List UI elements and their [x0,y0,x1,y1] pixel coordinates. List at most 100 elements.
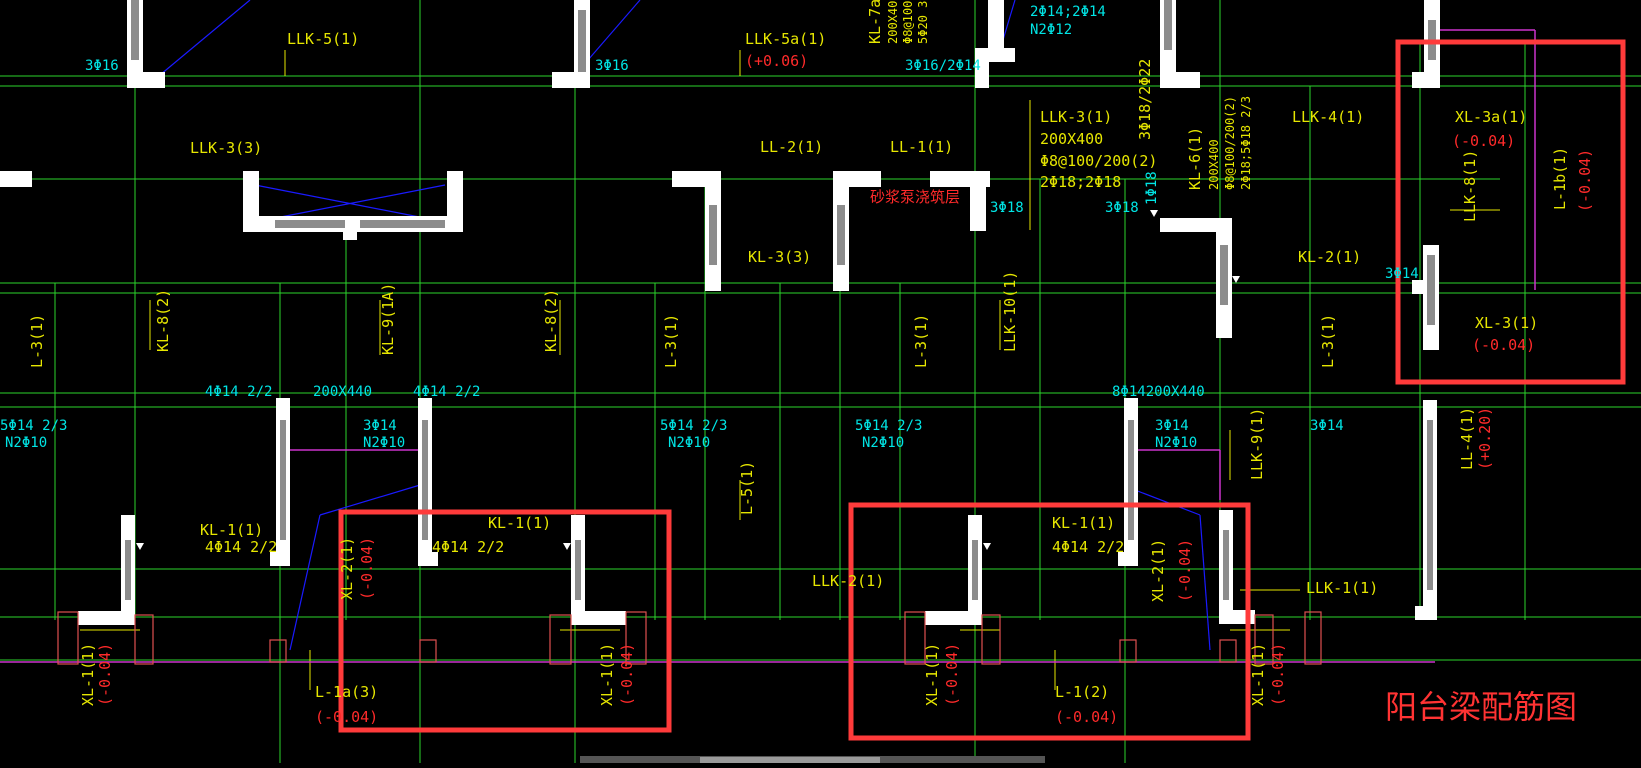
label-ll4: LL-4(1) [1458,407,1476,470]
label-xl1-c-elev: (-0.04) [943,643,961,706]
label-c-414a: 4Φ14 2/2 [205,384,272,400]
label-c-n2-left: N2Φ10 [5,435,47,451]
label-xl1-d-elev: (-0.04) [1269,643,1287,706]
label-l3-c: L-3(1) [912,314,930,368]
label-c-318a: 3Φ18 [990,200,1024,216]
label-xl2-b-elev: (-0.04) [1176,539,1194,602]
label-xl2-b: XL-2(1) [1149,539,1167,602]
label-c-314c: 3Φ14 [1310,418,1344,434]
label-kl6-stir: Φ8@100/200(2) [1223,96,1237,190]
label-l3-a: L-3(1) [28,314,46,368]
label-llk5-1: LLK-5(1) [287,30,359,48]
label-kl7a: KL-7a(1) [866,0,884,44]
label-kl1-c: KL-1(1) [1052,514,1115,532]
highlight-boxes [338,39,1626,741]
label-kl3-3: KL-3(3) [748,248,811,266]
label-llk3-bar: 2Φ18;2Φ18 [1040,173,1121,191]
label-kl1-a: KL-1(1) [200,521,263,539]
label-xl1-d: XL-1(1) [1249,643,1267,706]
balcony-edge [0,29,1536,663]
label-v-318-22: 3Φ18/2Φ22 [1136,59,1154,140]
label-c-514c: 5Φ14 2/3 [855,418,922,434]
label-llk9: LLK-9(1) [1248,408,1266,480]
drawing-title: 阳台梁配筋图 [1385,688,1577,726]
label-xl1-b-elev: (-0.04) [618,643,636,706]
label-c-414b: 4Φ14 2/2 [413,384,480,400]
label-top-316c: 3Φ16/2Φ14 [905,58,981,74]
label-y-414b: 4Φ14 2/2 [432,538,504,556]
label-ll1: LL-1(1) [890,138,953,156]
label-c-n2e: N2Φ10 [1155,435,1197,451]
label-xl3-elev: (-0.04) [1472,336,1535,354]
label-xl3a: XL-3a(1) [1455,108,1527,126]
label-llk5a-elev: (+0.06) [745,52,808,70]
label-y-414c: 4Φ14 2/2 [1052,538,1124,556]
highlight-box-left [338,509,672,733]
label-xl3: XL-3(1) [1475,314,1538,332]
label-kl7a-stir: Φ8@100 [901,1,915,44]
label-kl6-bar: 2Φ18;5Φ18 2/3 [1239,96,1253,190]
label-kl1-b: KL-1(1) [488,514,551,532]
label-ll2: LL-2(1) [760,138,823,156]
label-llk8: LLK-8(1) [1461,150,1479,222]
label-xl2-a: XL-2(1) [338,537,356,600]
scrollbar-thumb[interactable] [700,757,880,763]
label-c-514-left: 5Φ14 2/3 [0,418,67,434]
label-kl7a-bar: 5Φ20 3/2 [916,0,930,44]
label-c-v-1018: 1Φ18 [1144,171,1160,205]
label-kl7a-size: 200X400 [886,0,900,44]
label-llk5a-1: LLK-5a(1) [745,30,826,48]
label-c-314a: 3Φ14 [363,418,397,434]
markers [136,210,1240,550]
label-kl6-size: 200X400 [1207,139,1221,190]
label-xl1-b: XL-1(1) [598,643,616,706]
label-c-314b: 3Φ14 [1155,418,1189,434]
label-c-n2c: N2Φ10 [668,435,710,451]
label-xl1-a-elev: (-0.04) [96,643,114,706]
label-top-2014: 2Φ14;2Φ14 [1030,4,1106,20]
label-llk3-3: LLK-3(3) [190,139,262,157]
label-red-note: 砂浆泵浇筑层 [870,188,960,206]
label-llk3-stir: Φ8@100/200(2) [1040,152,1157,170]
label-xl1-a: XL-1(1) [79,643,97,706]
label-llk3-size: 200X400 [1040,130,1103,148]
label-kl9-1a: KL-9(1A) [379,283,397,355]
label-l1-2: L-1(2) [1055,683,1109,701]
label-top-n2: N2Φ12 [1030,22,1072,38]
label-kl8-2a: KL-8(2) [154,289,172,352]
label-l1b-elev: (-0.04) [1576,149,1594,212]
highlight-box-right [1395,39,1626,385]
label-kl8-2b: KL-8(2) [542,289,560,352]
label-l5: L-5(1) [738,461,756,515]
label-xl2-a-elev: (-0.04) [358,537,376,600]
label-c-318b: 3Φ18 [1105,200,1139,216]
label-l3-b: L-3(1) [662,314,680,368]
label-l1b: L-1b(1) [1551,147,1569,210]
label-l1a-elev: (-0.04) [315,708,378,726]
label-y-414a: 4Φ14 2/2 [205,538,277,556]
label-c-314-right: 3Φ14 [1385,266,1419,282]
label-llk3-1: LLK-3(1) [1040,108,1112,126]
label-llk1: LLK-1(1) [1306,579,1378,597]
label-llk2: LLK-2(1) [812,572,884,590]
label-top-316a: 3Φ16 [85,58,119,74]
label-l1-2-elev: (-0.04) [1055,708,1118,726]
label-llk10: LLK-10(1) [1001,271,1019,352]
label-llk4: LLK-4(1) [1292,108,1364,126]
label-l1a: L-1a(3) [315,683,378,701]
label-c-n2d: N2Φ10 [862,435,904,451]
label-xl1-c: XL-1(1) [923,643,941,706]
label-l3-d: L-3(1) [1319,314,1337,368]
pilasters [57,611,1322,665]
label-kl2: KL-2(1) [1298,248,1361,266]
label-c-size-a: 200X440 [313,384,372,400]
wall-cores [125,0,1436,600]
label-c-814: 8Φ14200X440 [1112,384,1205,400]
label-ll4-elev: (+0.20) [1476,407,1494,470]
label-top-316b: 3Φ16 [595,58,629,74]
label-xl3a-elev: (-0.04) [1452,132,1515,150]
